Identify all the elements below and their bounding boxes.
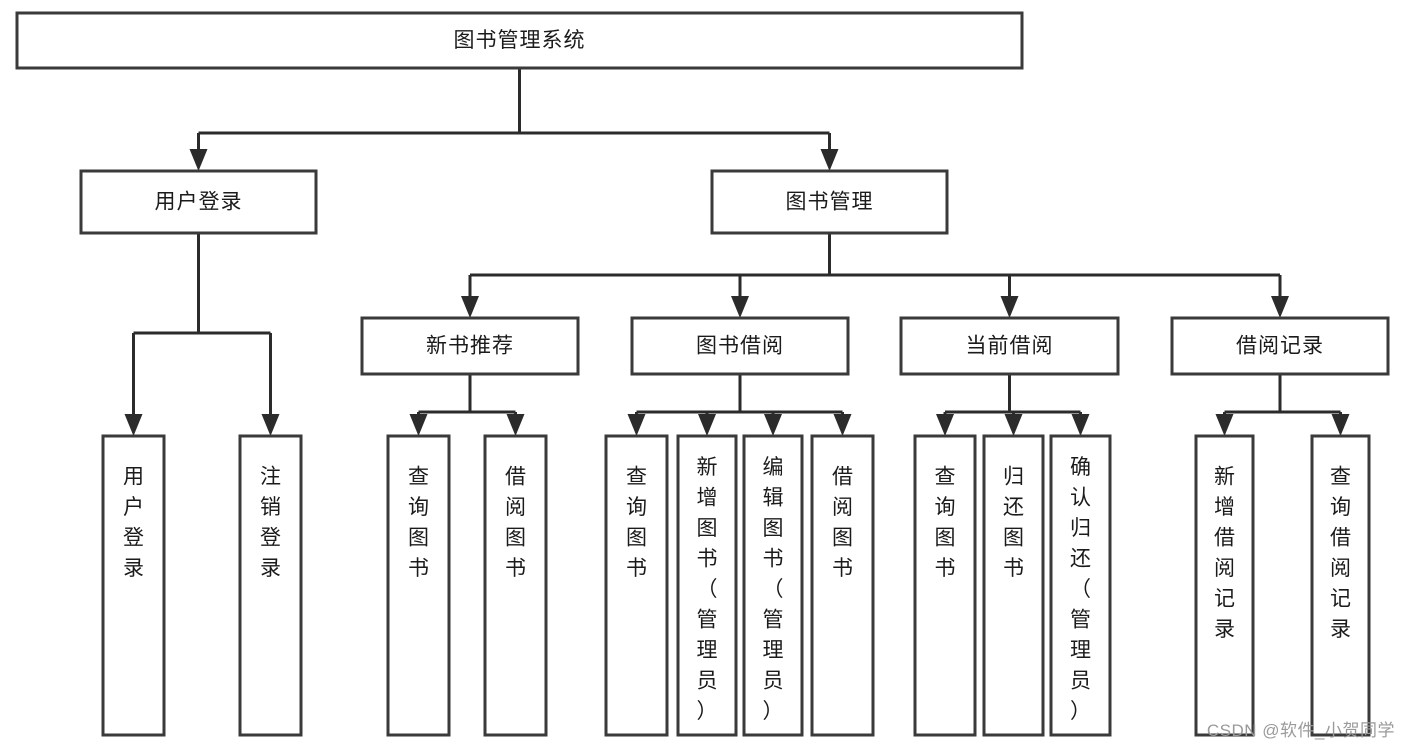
book-manage-branch-1-arrow	[731, 296, 749, 318]
connectors-layer	[124, 68, 1350, 436]
node-root[interactable]: 图书管理系统	[15, 11, 1024, 70]
node-box-leaf-borrow-book-rec	[483, 434, 548, 737]
node-label-leaf-confirm-return-admin: 确认归还（管理员）	[1070, 455, 1091, 722]
node-leaf-return-book[interactable]: 归还图书	[982, 434, 1045, 737]
book-borrow-branch-1-arrow	[698, 414, 716, 436]
node-leaf-query-book-cur[interactable]: 查询图书	[913, 434, 977, 737]
node-label-leaf-user-logout: 注销登录	[260, 465, 281, 580]
node-label-leaf-query-book-cur: 查询图书	[935, 465, 956, 580]
borrow-record-branch-0-arrow	[1215, 414, 1234, 436]
node-label-root: 图书管理系统	[454, 29, 586, 52]
node-user-login[interactable]: 用户登录	[79, 169, 318, 235]
node-label-book-borrow: 图书借阅	[696, 335, 784, 358]
node-label-current-borrow: 当前借阅	[966, 335, 1054, 358]
node-label-leaf-edit-book-admin: 编辑图书（管理员）	[763, 455, 784, 722]
node-leaf-confirm-return-admin[interactable]: 确认归还（管理员）	[1049, 434, 1112, 737]
node-label-leaf-user-login: 用户登录	[123, 465, 144, 580]
node-leaf-query-book-rec[interactable]: 查询图书	[386, 434, 451, 737]
node-label-leaf-query-book-borrow: 查询图书	[626, 465, 647, 580]
node-label-new-book-recommend: 新书推荐	[426, 335, 514, 358]
node-box-book-borrow	[630, 316, 850, 376]
node-box-leaf-add-book-admin	[676, 434, 738, 737]
root-branch-1-arrow	[820, 149, 839, 171]
node-label-borrow-record: 借阅记录	[1236, 335, 1324, 358]
current-borrow-branch-0-arrow	[936, 414, 954, 436]
node-box-user-login	[79, 169, 318, 235]
current-borrow-branch-2-arrow	[1071, 414, 1090, 436]
node-box-borrow-record	[1170, 316, 1390, 376]
node-book-manage[interactable]: 图书管理	[710, 169, 949, 235]
node-box-new-book-recommend	[360, 316, 580, 376]
node-label-leaf-add-borrow-record: 新增借阅记录	[1214, 465, 1235, 641]
root-branch-0-arrow	[189, 149, 208, 171]
user-login-branch-0-arrow	[124, 414, 143, 436]
node-box-leaf-user-logout	[238, 434, 303, 737]
node-label-leaf-borrow-book: 借阅图书	[832, 465, 853, 580]
book-borrow-branch-3-arrow	[833, 414, 852, 436]
node-label-book-manage: 图书管理	[786, 191, 874, 214]
node-box-leaf-confirm-return-admin	[1049, 434, 1112, 737]
node-current-borrow[interactable]: 当前借阅	[899, 316, 1120, 376]
book-manage-branch-3-arrow	[1271, 296, 1289, 318]
node-box-leaf-query-book-cur	[913, 434, 977, 737]
node-box-leaf-borrow-book	[810, 434, 875, 737]
node-label-user-login: 用户登录	[155, 191, 243, 214]
node-leaf-add-borrow-record[interactable]: 新增借阅记录	[1194, 434, 1255, 737]
node-leaf-query-book-borrow[interactable]: 查询图书	[604, 434, 669, 737]
node-box-leaf-return-book	[982, 434, 1045, 737]
node-book-borrow[interactable]: 图书借阅	[630, 316, 850, 376]
book-borrow-branch-0-arrow	[627, 414, 646, 436]
node-leaf-borrow-book[interactable]: 借阅图书	[810, 434, 875, 737]
node-leaf-edit-book-admin[interactable]: 编辑图书（管理员）	[742, 434, 804, 737]
node-leaf-user-login[interactable]: 用户登录	[101, 434, 166, 737]
book-borrow-branch-2-arrow	[764, 414, 782, 436]
user-login-branch-1-arrow	[261, 414, 280, 436]
current-borrow-branch-1-arrow	[1004, 414, 1023, 436]
node-box-root	[15, 11, 1024, 70]
node-label-leaf-query-book-rec: 查询图书	[408, 465, 429, 580]
node-label-leaf-return-book: 归还图书	[1003, 465, 1024, 580]
node-box-leaf-query-book-rec	[386, 434, 451, 737]
node-new-book-recommend[interactable]: 新书推荐	[360, 316, 580, 376]
node-box-leaf-query-book-borrow	[604, 434, 669, 737]
node-leaf-borrow-book-rec[interactable]: 借阅图书	[483, 434, 548, 737]
node-box-book-manage	[710, 169, 949, 235]
node-label-leaf-query-borrow-record: 查询借阅记录	[1330, 465, 1351, 641]
node-box-leaf-edit-book-admin	[742, 434, 804, 737]
borrow-record-branch-1-arrow	[1331, 414, 1350, 436]
nodes-layer: 图书管理系统用户登录图书管理新书推荐图书借阅当前借阅借阅记录用户登录注销登录查询…	[15, 11, 1390, 737]
node-leaf-query-borrow-record[interactable]: 查询借阅记录	[1310, 434, 1371, 737]
node-leaf-add-book-admin[interactable]: 新增图书（管理员）	[676, 434, 738, 737]
node-box-leaf-query-borrow-record	[1310, 434, 1371, 737]
node-label-leaf-borrow-book-rec: 借阅图书	[505, 465, 526, 580]
node-borrow-record[interactable]: 借阅记录	[1170, 316, 1390, 376]
node-box-leaf-add-borrow-record	[1194, 434, 1255, 737]
book-manage-branch-0-arrow	[461, 296, 479, 318]
node-label-leaf-add-book-admin: 新增图书（管理员）	[697, 455, 718, 722]
node-leaf-user-logout[interactable]: 注销登录	[238, 434, 303, 737]
new-book-recommend-branch-1-arrow	[506, 414, 525, 436]
node-box-leaf-user-login	[101, 434, 166, 737]
node-box-current-borrow	[899, 316, 1120, 376]
new-book-recommend-branch-0-arrow	[409, 414, 428, 436]
csdn-watermark: CSDN @软件_小贺同学	[1206, 721, 1395, 740]
book-manage-branch-2-arrow	[1000, 296, 1019, 318]
